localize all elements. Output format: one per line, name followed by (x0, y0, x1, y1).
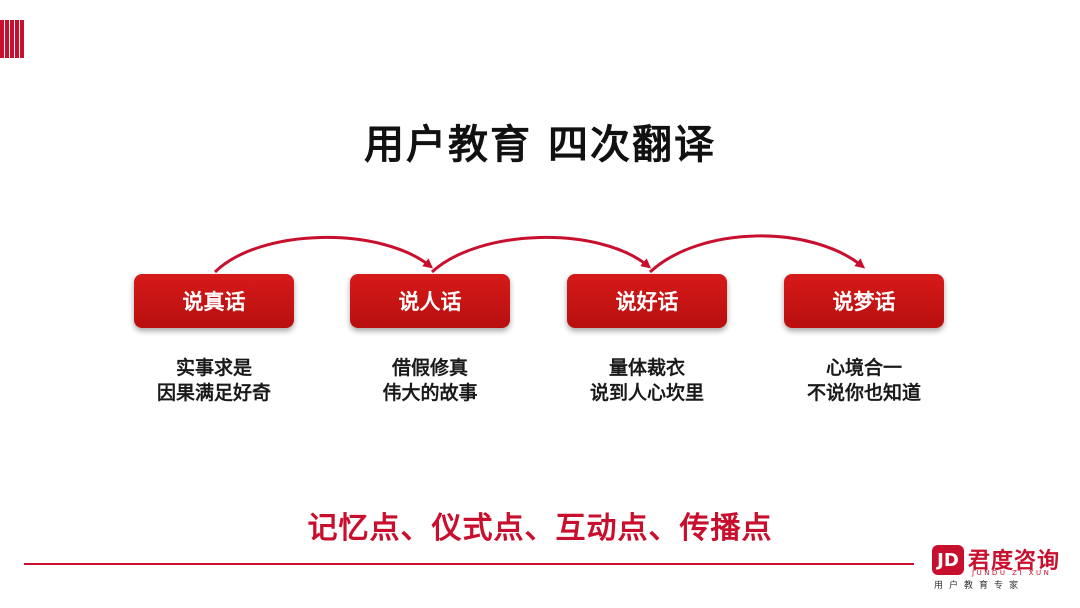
stage-pill-1: 说真话 (134, 274, 294, 328)
stage-2-line-2: 伟大的故事 (382, 382, 478, 404)
stage-1-line-2: 因果满足好奇 (156, 382, 271, 404)
arrow-3-to-4 (648, 234, 866, 274)
stage-4-line-1: 心境合一 (825, 357, 902, 379)
stage-4-line-2: 不说你也知道 (806, 382, 921, 404)
stage-description-3: 量体裁衣 说到人心坎里 (547, 356, 747, 406)
arrow-2-to-3 (430, 236, 652, 274)
slide-title: 用户教育 四次翻译 (364, 121, 716, 168)
summary-text: 记忆点、仪式点、互动点、传播点 (307, 511, 773, 546)
brand-logo: JD 君度咨询 JUNDU ZI XUN 用户教育专家 (932, 541, 1062, 591)
corner-accent-bar (0, 20, 24, 58)
stage-pill-3: 说好话 (567, 274, 727, 328)
stage-pill-2: 说人话 (350, 274, 510, 328)
stage-3-line-1: 量体裁衣 (608, 357, 685, 379)
stage-description-4: 心境合一 不说你也知道 (764, 356, 964, 406)
stage-2-line-1: 借假修真 (391, 357, 468, 379)
stage-1-line-1: 实事求是 (175, 357, 252, 379)
brand-mark-icon: JD (932, 545, 964, 575)
stage-description-1: 实事求是 因果满足好奇 (114, 356, 314, 406)
brand-name: 君度咨询 (968, 549, 1061, 574)
footer-divider (24, 563, 914, 565)
stage-pill-4: 说梦话 (784, 274, 944, 328)
stage-3-line-2: 说到人心坎里 (589, 382, 704, 404)
arrow-1-to-2 (213, 236, 434, 274)
brand-tagline: 用户教育专家 (934, 581, 1025, 591)
brand-pinyin: JUNDU ZI XUN (972, 569, 1052, 577)
stage-description-2: 借假修真 伟大的故事 (330, 356, 530, 406)
